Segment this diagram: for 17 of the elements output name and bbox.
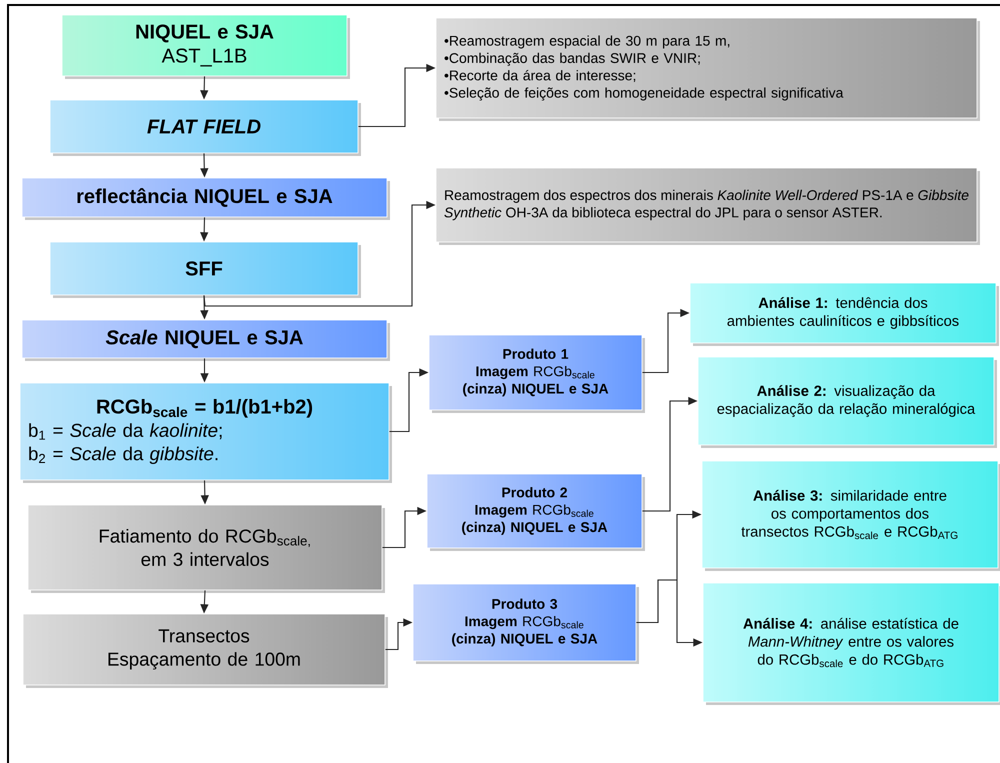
process-box: Scale NIQUEL e SJA bbox=[22, 320, 390, 361]
product-box: Produto 2 Imagem RCGb$_{scale}$ (cinza) NIQUEL e SJA bbox=[426, 474, 645, 551]
process-box: Fatiamento do RCGb$_{scale,}$ em 3 intervalos bbox=[28, 504, 385, 593]
analysis-box: Análise 3: similaridade entre os comportamentos dos transectos RCGb$_{scale}$ e RCGb$_{ATG}$ bbox=[702, 460, 1000, 571]
note-box: •Reamostragem espacial de 30 m para 15 m, •Combinação das bandas SWIR e VNIR; •Recorte da área de interesse; •Seleção de feições com homogeneidade espectral significativa bbox=[436, 18, 980, 121]
analysis-box: Análise 1: tendência dos ambientes cauliníticos e gibbsíticos bbox=[690, 282, 999, 346]
analysis-box: Análise 2: visualização da espacialização da relação mineralógica bbox=[698, 356, 997, 448]
source-box: NIQUEL e SJA AST_L1B bbox=[62, 14, 350, 79]
process-box: SFF bbox=[50, 242, 361, 298]
process-box: FLAT FIELD bbox=[50, 100, 361, 156]
product-box: Produto 3 Imagem RCGb$_{scale}$ (cinza) NIQUEL e SJA bbox=[412, 584, 639, 664]
process-box: reflectância NIQUEL e SJA bbox=[22, 178, 390, 220]
note-box: Reamostragem dos espectros dos minerais Kaolinite Well-Ordered PS-1A e Gibbsite Synthetic OH-3A da biblioteca espectral do JPL para o sensor ASTER. bbox=[436, 168, 980, 245]
product-box: Produto 1 Imagem RCGb$_{scale}$ (cinza) NIQUEL e SJA bbox=[428, 334, 645, 413]
process-box: Transectos Espaçamento de 100m bbox=[22, 614, 388, 688]
formula-box: RCGb$_{scale}$ = b1/(b1+b2) b$_{1}$ = Scale da kaolinite; b$_{2}$ = Scale da gibbsite. bbox=[20, 382, 392, 483]
analysis-box: Análise 4: análise estatística de Mann-Whitney entre os valores do RCGb$_{scale}$ e do RCGb$_{ATG}$ bbox=[702, 582, 1000, 705]
